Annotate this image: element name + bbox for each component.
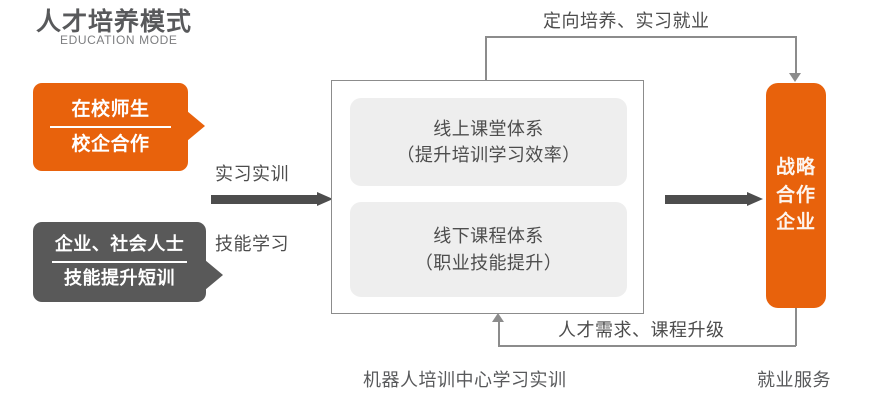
flow-label-practice: 实习实训	[215, 164, 289, 184]
flow-label-skill-learning: 技能学习	[215, 234, 289, 254]
input-box-students[interactable]: 在校师生 校企合作	[33, 83, 205, 171]
students-line-2: 校企合作	[71, 134, 150, 155]
top-loop-left-segment	[485, 36, 487, 81]
output-box-strategic-partner[interactable]: 战略 合作 企业	[766, 83, 826, 308]
offline-card-line-1: 线下课程体系	[433, 226, 544, 247]
online-card-line-2: （提升培训学习效率）	[396, 145, 581, 165]
online-card-line-1: 线上课堂体系	[433, 118, 544, 139]
offline-card-line-2: （职业技能提升）	[414, 252, 563, 273]
partner-line-3: 企业	[775, 212, 816, 234]
bottom-loop-horizontal-segment	[498, 345, 796, 347]
enterprise-line-2: 技能提升短训	[64, 268, 175, 288]
arrow-right-icon	[665, 192, 763, 206]
enterprise-divider	[52, 261, 187, 263]
card-offline-course[interactable]: 线下课程体系 （职业技能提升）	[350, 202, 627, 297]
callout-tail-icon	[187, 111, 205, 141]
caption-employment-service: 就业服务	[757, 370, 831, 390]
arrow-shaft	[665, 195, 747, 204]
training-center-panel: 线上课堂体系 （提升培训学习效率） 线下课程体系 （职业技能提升）	[331, 80, 644, 314]
arrow-shaft	[211, 195, 317, 204]
bottom-loop-left-segment	[498, 322, 500, 346]
bottom-loop-right-segment	[795, 308, 797, 346]
caption-training-center: 机器人培训中心学习实训	[363, 370, 567, 390]
page-title: 人才培养模式	[36, 8, 193, 36]
partner-line-2: 合作	[775, 184, 816, 206]
card-online-classroom[interactable]: 线上课堂体系 （提升培训学习效率）	[350, 98, 627, 186]
arrow-head	[747, 192, 763, 206]
arrow-right-icon	[211, 192, 333, 206]
top-loop-right-segment	[795, 36, 797, 74]
bottom-loop-label: 人才需求、课程升级	[558, 320, 725, 340]
arrow-down-icon	[789, 73, 801, 82]
enterprise-line-1: 企业、社会人士	[54, 234, 185, 255]
partner-line-1: 战略	[775, 157, 816, 179]
callout-tail-icon	[205, 260, 223, 290]
top-loop-label: 定向培养、实习就业	[543, 11, 710, 31]
students-line-1: 在校师生	[71, 98, 150, 120]
arrow-head	[317, 192, 333, 206]
arrow-up-icon	[492, 313, 504, 322]
students-divider	[50, 126, 171, 128]
page-subtitle: EDUCATION MODE	[60, 33, 178, 47]
input-box-enterprise[interactable]: 企业、社会人士 技能提升短训	[33, 222, 223, 302]
top-loop-horizontal-segment	[485, 36, 796, 38]
